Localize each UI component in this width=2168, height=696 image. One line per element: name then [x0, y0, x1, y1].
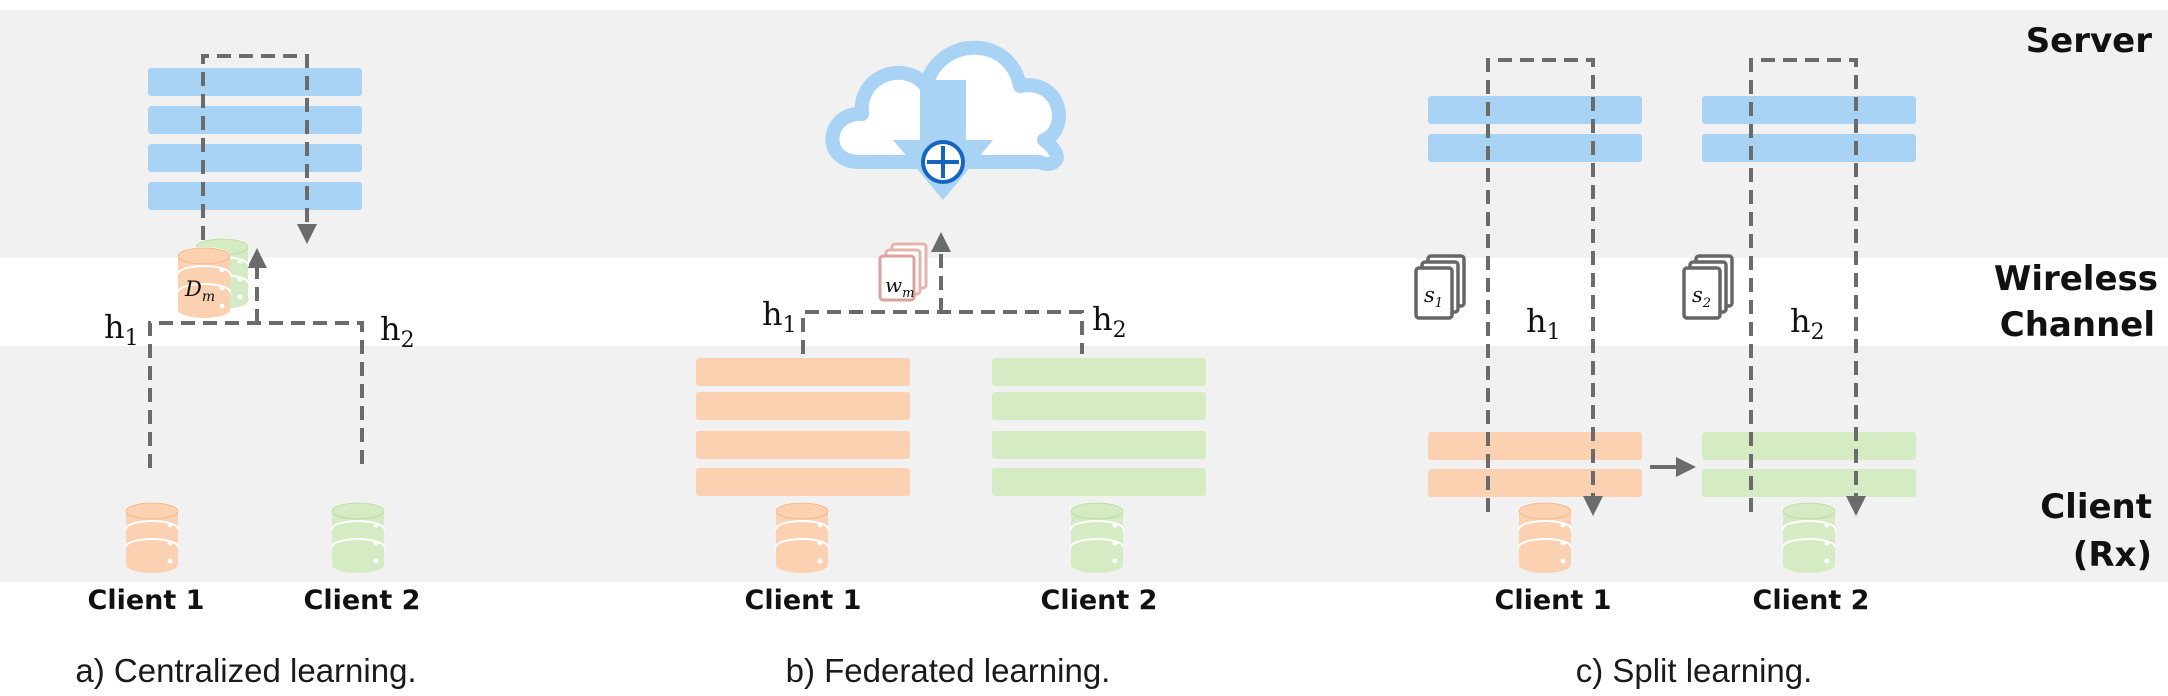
channel-tier-label-line1: Wireless: [1994, 259, 2158, 299]
caption-federated: b) Federated learning.: [786, 652, 1111, 689]
client1-database-icon: [775, 502, 829, 574]
smashed-data-1-symbol: s1: [1424, 283, 1443, 311]
channel-gain-h1: h1: [762, 295, 797, 338]
dataset-symbol: Dm: [184, 277, 215, 305]
client1-model-layers: [1428, 432, 1642, 497]
smashed-data-2-icon: s2: [1682, 254, 1734, 320]
client1-label: Client 1: [88, 585, 205, 616]
client1-label: Client 1: [745, 585, 862, 616]
client2-split-loop: [1749, 58, 1866, 516]
client1-label: Client 1: [1495, 585, 1612, 616]
client2-model-layers: [992, 358, 1206, 496]
channel-gain-h1: h1: [104, 308, 139, 351]
client1-split-loop: [1486, 58, 1603, 516]
smashed-data-1-icon: s1: [1414, 254, 1466, 320]
server-model-layers-client2: [1702, 96, 1916, 162]
client2-label: Client 2: [1041, 585, 1158, 616]
panel-centralized: Dm h1 h2 Client 1 Client 2 a) Centralize…: [75, 54, 421, 689]
client2-database-icon: [1782, 502, 1836, 574]
channel-tier-label-line2: Channel: [2000, 305, 2155, 345]
weights-symbol: wm: [885, 273, 914, 301]
aggregate-plus-icon: [921, 140, 965, 184]
channel-gain-h2: h2: [1092, 300, 1127, 343]
client2-database-icon: [1070, 502, 1124, 574]
panel-split: s1 s2 h1 h2 Client 1 Client 2 c) Split l…: [1414, 58, 1916, 689]
caption-centralized: a) Centralized learning.: [75, 652, 416, 689]
server-tier-label: Server: [2026, 21, 2153, 61]
client2-label: Client 2: [1753, 585, 1870, 616]
channel-gain-h2: h2: [1790, 302, 1825, 345]
smashed-data-2-symbol: s2: [1692, 283, 1711, 311]
weights-document-icon: wm: [878, 242, 928, 302]
panel-federated: wm h1 h2 Client 1 Client 2 b) Federated …: [696, 40, 1206, 689]
merged-dataset-icon: Dm: [177, 238, 249, 319]
server-model-layers-client1: [1428, 96, 1642, 162]
client1-database-icon: [125, 502, 179, 574]
client-tier-label-line2: (Rx): [2073, 535, 2152, 575]
caption-split: c) Split learning.: [1576, 652, 1813, 689]
channel-gain-h2: h2: [380, 310, 415, 353]
client-tier-label-line1: Client: [2040, 487, 2152, 527]
client2-model-layers: [1702, 432, 1916, 497]
server-loop-arrow: [201, 54, 317, 244]
client1-model-layers: [696, 358, 910, 496]
client2-database-icon: [331, 502, 385, 574]
client2-label: Client 2: [304, 585, 421, 616]
channel-gain-h1: h1: [1526, 302, 1561, 345]
client1-database-icon: [1518, 502, 1572, 574]
